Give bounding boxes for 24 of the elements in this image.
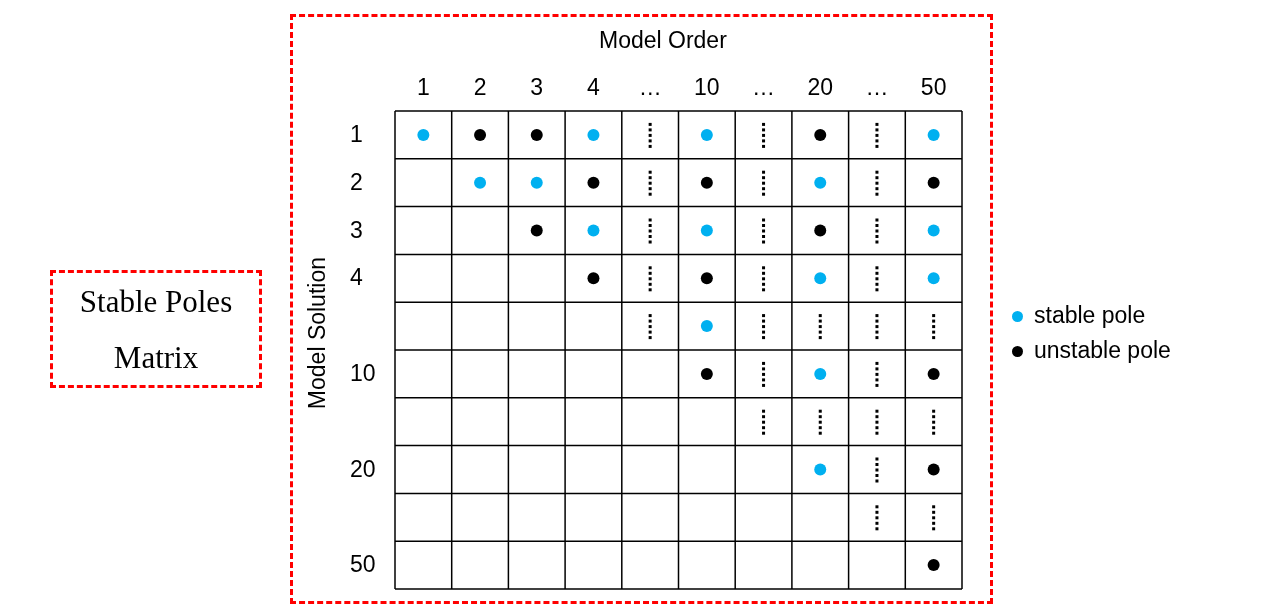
title-box bbox=[50, 270, 262, 388]
axis-title: Model Solution bbox=[306, 257, 329, 410]
column-header: … bbox=[752, 76, 776, 99]
row-header: 4 bbox=[350, 266, 363, 290]
axis-title: Model Order bbox=[599, 29, 727, 52]
box-title: Stable Poles Matrix bbox=[78, 283, 234, 377]
legend-label: stable pole bbox=[1034, 304, 1146, 327]
matrix-panel bbox=[290, 14, 993, 604]
row-header: 10 bbox=[350, 361, 376, 385]
row-header: 50 bbox=[350, 553, 376, 577]
row-header: 1 bbox=[350, 122, 363, 146]
column-header: 3 bbox=[530, 76, 544, 99]
row-header: 2 bbox=[350, 170, 363, 194]
row-header: 3 bbox=[350, 218, 363, 242]
column-header: … bbox=[865, 76, 889, 99]
column-header: 20 bbox=[807, 76, 834, 99]
row-header: 20 bbox=[350, 457, 376, 481]
column-header: 50 bbox=[920, 76, 947, 99]
column-header: 10 bbox=[694, 76, 720, 99]
legend-label: unstable pole bbox=[1034, 339, 1171, 362]
column-header: 4 bbox=[587, 76, 600, 99]
column-header: 2 bbox=[473, 76, 487, 99]
column-header: … bbox=[638, 76, 662, 99]
column-header: 1 bbox=[416, 76, 430, 99]
